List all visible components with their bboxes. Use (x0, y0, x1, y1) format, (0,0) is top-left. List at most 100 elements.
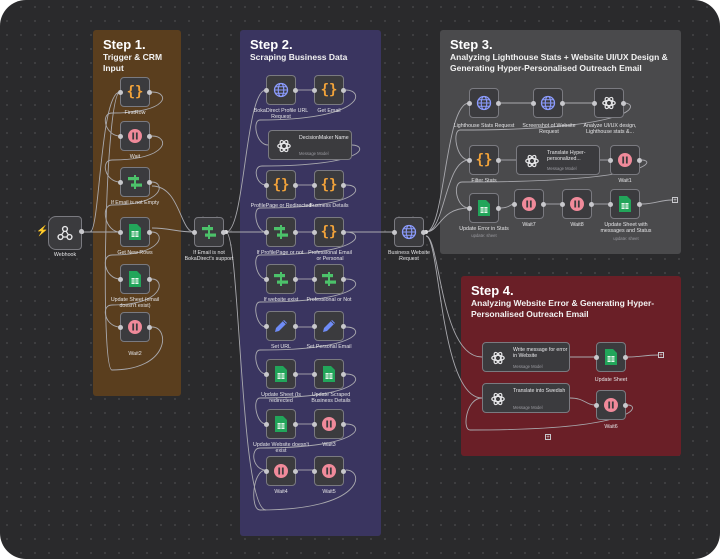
node-update-sheet-redirected[interactable] (264, 359, 298, 389)
node-wait6[interactable] (594, 390, 628, 420)
node-wait[interactable] (118, 121, 152, 151)
node-update-sheet-email[interactable] (118, 264, 152, 294)
node-personal-email-label: Professional Email or Personal (308, 250, 352, 262)
node-profilepage-redirected[interactable]: {} (264, 170, 298, 200)
node-update-error-stats[interactable] (467, 193, 501, 223)
node-set-url-label: Set URL (270, 344, 292, 350)
if-icon (274, 225, 288, 239)
globe-icon (401, 224, 417, 240)
node-business-website-request[interactable] (392, 217, 426, 247)
node-wait4[interactable] (264, 456, 298, 486)
pause-icon (322, 464, 336, 478)
node-update-scraped[interactable] (312, 359, 346, 389)
node-analyze-uiux[interactable] (592, 88, 626, 118)
node-if-profilepage[interactable] (264, 217, 298, 247)
node-wait7[interactable] (512, 189, 546, 219)
node-professional-or-not[interactable] (312, 264, 346, 294)
if-icon (202, 225, 216, 239)
node-set-url[interactable] (264, 311, 298, 341)
node-webhook[interactable] (48, 216, 84, 250)
step1-subtitle: Trigger & CRM Input (103, 52, 163, 73)
openai-icon (491, 351, 505, 365)
node-if-website-exist[interactable] (264, 264, 298, 294)
node-filter-stats[interactable]: {} (467, 145, 501, 175)
step1-title: Step 1. (103, 37, 146, 52)
node-write-message-error[interactable]: Write message for error in Website Messa… (482, 342, 570, 372)
sheet-icon (129, 224, 141, 240)
node-set-personal-email[interactable] (312, 311, 346, 341)
if-icon (274, 272, 288, 286)
node-business-details[interactable]: {} (312, 170, 346, 200)
sheet-icon (323, 366, 335, 382)
step4-title: Step 4. (471, 283, 514, 298)
node-translate-swedish[interactable]: Translate into Swedish Message Model (482, 383, 570, 413)
node-get-email[interactable]: {} (312, 75, 346, 105)
node-if-profilepage-label: If ProfilePage or not (256, 250, 304, 256)
add-node-plus-icon-3[interactable]: + (658, 352, 664, 359)
node-decision-maker[interactable]: DecisionMaker Name Message Model (268, 130, 352, 160)
if-icon (128, 175, 142, 189)
node-update-error-stats-sub: update: sheet (471, 233, 497, 238)
node-update-error-stats-label: Update Error in Stats (459, 226, 509, 232)
node-lighthouse-request-label: Lighthouse Stats Request (453, 123, 515, 129)
node-wait8[interactable] (560, 189, 594, 219)
openai-icon (602, 96, 616, 110)
node-wait6-label: Wait6 (604, 424, 618, 430)
step2-sticky[interactable]: Step 2. Scraping Business Data (240, 30, 381, 536)
add-node-plus-icon[interactable]: + (672, 197, 678, 204)
node-analyze-uiux-label: Analyze UI/UX design, Lighthouse stats &… (583, 123, 637, 135)
node-update-scraped-label: Update Scraped Business Details (311, 392, 351, 404)
node-if-email-not-empty[interactable] (118, 167, 152, 197)
node-wait4-label: Wait4 (274, 489, 288, 495)
node-wait2-label: Wait2 (128, 351, 142, 357)
node-wait8-label: Wait8 (570, 222, 584, 228)
node-update-website-not-exist[interactable] (264, 409, 298, 439)
node-screenshot-request-label: Screenshot of Website Request (522, 123, 576, 135)
pause-icon (274, 464, 288, 478)
node-screenshot-request[interactable] (531, 88, 565, 118)
step3-title: Step 3. (450, 37, 493, 52)
node-bokadirect-profile-label: BokaDirect Profile URL Request (253, 108, 309, 120)
openai-icon (277, 139, 291, 153)
node-translate-hyper[interactable]: Translate Hyper-personalized... Message … (516, 145, 600, 175)
step3-subtitle: Analyzing Lighthouse Stats + Website UI/… (450, 52, 668, 73)
node-wait5[interactable] (312, 456, 346, 486)
node-wait5-label: Wait5 (322, 489, 336, 495)
add-node-plus-icon-2[interactable]: + (545, 434, 551, 441)
node-lighthouse-request[interactable] (467, 88, 501, 118)
node-wait2[interactable] (118, 312, 152, 342)
node-first-row[interactable]: {} (118, 77, 152, 107)
node-update-sheet-messages[interactable] (608, 189, 642, 219)
node-bokadirect-profile[interactable] (264, 75, 298, 105)
node-if-email-not-empty-label: If Email is not Empty (110, 200, 160, 206)
openai-icon (525, 154, 539, 168)
pause-icon (570, 197, 584, 211)
node-get-new-rows[interactable] (118, 217, 152, 247)
node-wait1[interactable] (608, 145, 642, 175)
node-first-row-label: FirstRow (124, 110, 146, 116)
sheet-icon (275, 416, 287, 432)
globe-icon (540, 95, 556, 111)
node-wait7-label: Wait7 (522, 222, 536, 228)
node-update-sheet-redirected-label: Update Sheet (Is redirected (261, 392, 301, 404)
node-personal-email[interactable]: {} (312, 217, 346, 247)
code-icon: {} (320, 224, 338, 240)
node-update-sheet-messages-sub: update: sheet (613, 236, 639, 241)
node-update-sheet[interactable] (594, 342, 628, 372)
pen-icon (275, 320, 287, 332)
node-update-website-not-exist-label: Update Website doesn't exist (253, 442, 309, 454)
node-update-sheet-email-label: Update Sheet (email doesn't exist) (110, 297, 160, 309)
node-if-email-not-support-label: If Email is not BokaDirect's support (184, 250, 234, 262)
node-write-message-error-sub: Message Model (513, 364, 543, 369)
node-if-email-not-support[interactable] (192, 217, 226, 247)
node-wait3[interactable] (312, 409, 346, 439)
webhook-icon (57, 225, 73, 241)
sheet-icon (275, 366, 287, 382)
pause-icon (618, 153, 632, 167)
pause-icon (128, 129, 142, 143)
sheet-icon (619, 196, 631, 212)
node-wait1-label: Wait1 (618, 178, 632, 184)
node-professional-or-not-label: Professional or Not (306, 297, 352, 303)
